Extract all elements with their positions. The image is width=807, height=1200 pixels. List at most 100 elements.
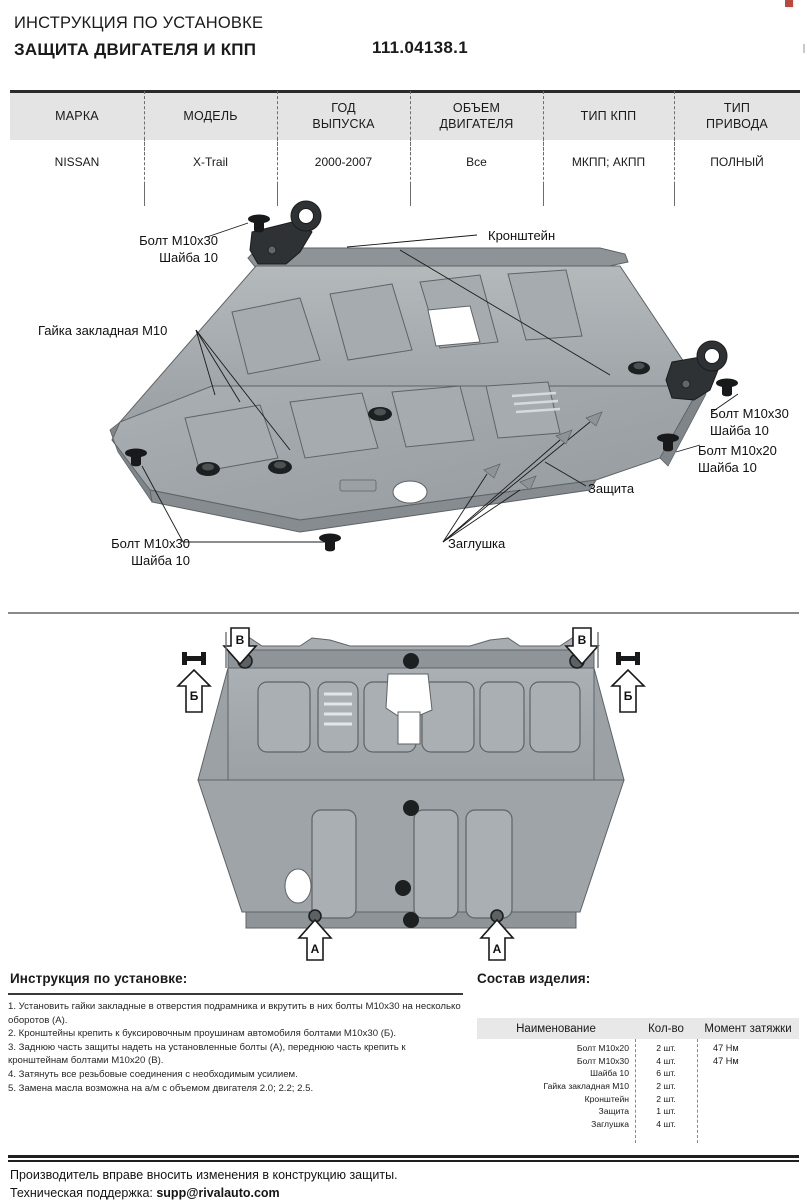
parts-table-body: Болт М10х20 2 шт. 47 Нм Болт М10х30 4 шт… [477, 1039, 799, 1143]
part-qty: 2 шт. [656, 1081, 676, 1092]
parts-divider-1 [635, 1039, 636, 1143]
plan-diagram-svg: В В Б [176, 627, 646, 961]
embedded-nut-icons [196, 361, 650, 476]
plan-access-cutout [385, 673, 433, 717]
page-title-line1: ИНСТРУКЦИЯ ПО УСТАНОВКЕ [14, 14, 264, 32]
parts-row: Заглушка 4 шт. [477, 1118, 799, 1131]
article-number: 111.04138.1 [372, 38, 468, 57]
label-bolt-right-bottom: Болт М10х20 Шайба 10 [698, 443, 777, 476]
spec-value-drive-type: ПОЛНЫЙ [674, 138, 800, 204]
svg-text:В: В [236, 633, 245, 647]
plan-drain-hole [284, 868, 312, 904]
instruction-step: 4. Затянуть все резьбовые соединения с н… [8, 1069, 298, 1081]
instructions-title: Инструкция по установке: [10, 971, 188, 986]
parts-row: Защита 1 шт. [477, 1105, 799, 1118]
shield-access-cutout-upper [427, 305, 481, 347]
part-name: Болт М10х30 [576, 1055, 629, 1066]
spec-table-divider-extensions [10, 184, 800, 206]
exploded-assembly-diagram: Болт М10х30 Шайба 10 Гайка закладная М10… [0, 190, 807, 600]
label-bracket: Кронштейн [488, 228, 556, 243]
parts-title: Состав изделия: [477, 971, 591, 986]
parts-row: Шайба 10 6 шт. [477, 1067, 799, 1080]
parts-header-torque: Момент затяжки [704, 1022, 792, 1035]
plan-pocket-group-lower [311, 809, 513, 919]
marker-a-left: А [297, 918, 333, 961]
part-name: Заглушка [591, 1118, 629, 1129]
page-title: ИНСТРУКЦИЯ ПО УСТАНОВКЕ ЗАЩИТА ДВИГАТЕЛЯ… [14, 14, 263, 60]
bracket-left-graphic [249, 200, 322, 265]
shield-louver-slots [511, 391, 561, 414]
svg-text:Б: Б [624, 689, 633, 703]
page-title-line2: ЗАЩИТА ДВИГАТЕЛЯ И КПП [14, 40, 257, 59]
label-embedded-nut: Гайка закладная М10 [38, 323, 168, 338]
spec-value-transmission: МКПП; АКПП [543, 138, 674, 204]
footer-disclaimer: Производитель вправе вносить изменения в… [10, 1168, 398, 1182]
instruction-step: 2. Кронштейны крепить к буксировочным пр… [8, 1028, 397, 1040]
marker-b-right: Б [610, 652, 646, 713]
plan-louver-slots [324, 692, 352, 726]
bolt-glyph-left [182, 652, 206, 665]
leader-lines [141, 222, 739, 543]
bolt-icon-right-top [716, 378, 738, 397]
bolt-icon-bottom-center [319, 533, 341, 552]
footer-rule-bottom [8, 1160, 799, 1162]
svg-text:А: А [311, 942, 320, 956]
parts-row: Болт М10х30 4 шт. 47 Нм [477, 1055, 799, 1068]
section-divider-upper [8, 612, 799, 614]
plan-pocket-group-upper [257, 681, 581, 753]
part-qty: 4 шт. [656, 1055, 676, 1066]
svg-text:Б: Б [190, 689, 199, 703]
shield-drain-hole [392, 480, 428, 504]
spec-header-brand: МАРКА [55, 108, 99, 123]
part-name: Кронштейн [584, 1093, 629, 1104]
parts-row: Кронштейн 2 шт. [477, 1092, 799, 1105]
parts-header-name: Наименование [516, 1022, 596, 1035]
svg-text:А: А [493, 942, 502, 956]
bolt-glyph-right [616, 652, 640, 665]
part-torque: 47 Нм [713, 1043, 739, 1054]
bolt-icon-right-bottom [657, 433, 679, 452]
spec-table-value-row: NISSAN X-Trail 2000-2007 Все МКПП; АКПП … [10, 138, 800, 204]
plan-view-diagram: В В Б [0, 620, 807, 965]
plan-access-cutout-neck [397, 711, 421, 745]
part-name: Шайба 10 [590, 1068, 629, 1079]
label-bolt-right-top: Болт М10х30 Шайба 10 [710, 406, 789, 439]
label-shield: Защита [588, 481, 635, 496]
instructions-rule [8, 993, 463, 995]
parts-table-header-row: Наименование Кол-во Момент затяжки [477, 1018, 799, 1039]
part-qty: 6 шт. [656, 1068, 676, 1079]
footer-rule-top [8, 1155, 799, 1158]
shield-pocket-group-upper [231, 269, 583, 375]
part-name: Болт М10х20 [576, 1043, 629, 1054]
spec-value-engine-volume: Все [410, 138, 543, 204]
instructions-list: 1. Установить гайки закладные в отверсти… [8, 1000, 468, 1095]
corner-tick-icon [803, 44, 805, 53]
plan-lower-panel [197, 779, 625, 913]
footer-support-label: Техническая поддержка: [10, 1186, 157, 1200]
marker-a-right: А [479, 918, 515, 961]
part-qty: 2 шт. [656, 1043, 676, 1054]
spec-value-brand: NISSAN [54, 154, 100, 169]
parts-divider-2 [697, 1039, 698, 1143]
parts-header-qty: Кол-во [648, 1022, 684, 1035]
shield-pocket-group-lower [184, 381, 561, 473]
svg-text:В: В [578, 633, 587, 647]
spec-header-model: МОДЕЛЬ [144, 91, 277, 160]
part-name: Защита [598, 1106, 629, 1117]
brand-mark-icon [785, 0, 793, 7]
spec-value-year: 2000-2007 [277, 138, 410, 204]
part-qty: 4 шт. [656, 1118, 676, 1129]
part-qty: 2 шт. [656, 1093, 676, 1104]
support-email[interactable]: supp@rivalauto.com [156, 1186, 280, 1200]
label-plug: Заглушка [448, 536, 506, 551]
plan-top-profile [231, 637, 591, 651]
label-bolt-left-top: Болт М10х30 Шайба 10 [139, 233, 218, 266]
bracket-right-graphic [665, 340, 728, 401]
bolt-icon-bottom-left [125, 448, 147, 467]
exploded-diagram-svg [109, 200, 739, 552]
